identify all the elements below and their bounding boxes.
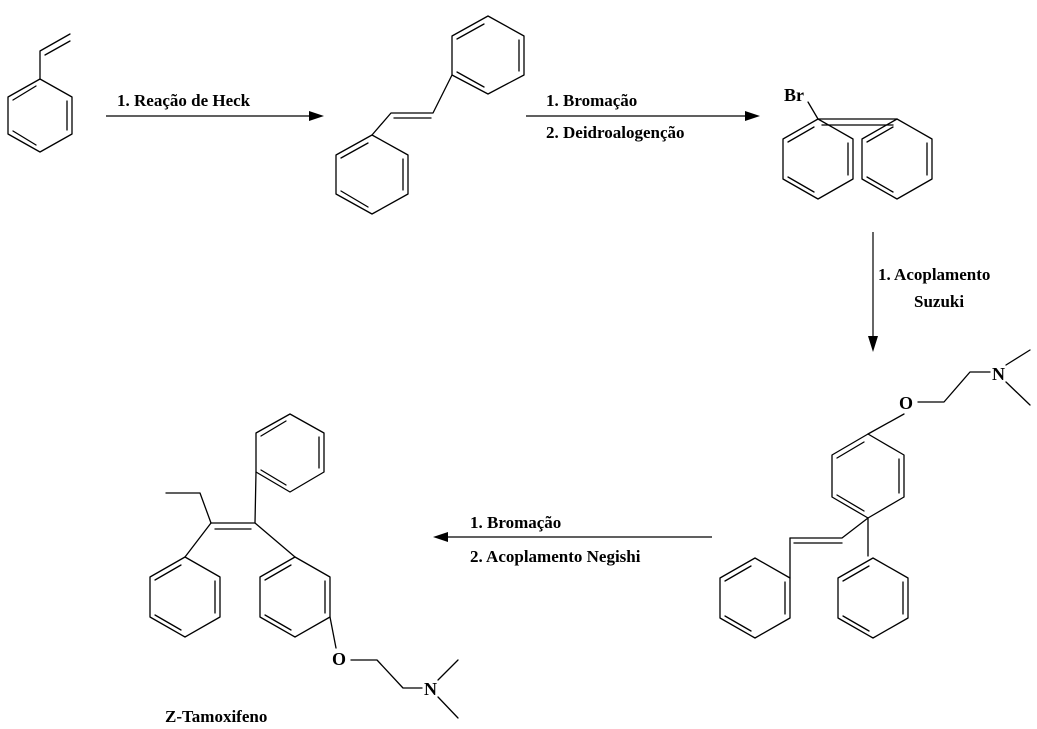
oxygen-atom-tamoxifen: O <box>332 649 346 669</box>
intermediate-right-ring-inner <box>842 565 904 632</box>
tamoxifen-n-methyls <box>437 659 459 719</box>
bromostilbene-left-ring-inner <box>787 126 849 193</box>
tamoxifen-top-ring <box>255 413 325 493</box>
intermediate-left-ring <box>719 557 791 639</box>
tamoxifen-ethyl <box>165 492 212 524</box>
bromostilbene-right-ring-inner <box>866 126 928 193</box>
intermediate-n-methyls <box>1005 349 1031 406</box>
tamoxifen-top-ring-inner <box>260 420 320 486</box>
molecule-bromostilbene: Br <box>782 85 933 200</box>
step-suzuki-label-2: Suzuki <box>914 292 964 311</box>
bromostilbene-c-br <box>807 101 819 120</box>
intermediate-right-ring <box>837 557 909 639</box>
arrow-heck: 1. Reação de Heck <box>106 91 324 121</box>
stilbene-lower-ring-inner <box>340 142 404 208</box>
arrow-negishi: 1. Bromação 2. Acoplamento Negishi <box>433 513 712 566</box>
molecule-stilbene <box>335 15 525 215</box>
stilbene-alkene <box>371 74 453 136</box>
intermediate-side-chain <box>917 371 991 403</box>
intermediate-alkene <box>789 517 869 557</box>
styrene-ring-inner-bonds <box>12 85 68 146</box>
stilbene-upper-ring <box>451 15 525 95</box>
stilbene-upper-ring-inner <box>456 23 520 88</box>
molecule-aryl-ether-intermediate: O N <box>719 349 1031 639</box>
intermediate-o-aryl <box>867 413 905 435</box>
molecule-styrene <box>7 33 73 153</box>
nitrogen-atom-tamoxifen: N <box>424 679 437 699</box>
step-bromination-label-1: 1. Bromação <box>546 91 637 110</box>
bromostilbene-left-ring <box>782 118 854 200</box>
stilbene-lower-ring <box>335 134 409 215</box>
tamoxifen-side-chain <box>350 659 423 689</box>
intermediate-phenoxy-ring <box>831 433 905 519</box>
molecule-z-tamoxifen: O N Z-Tamoxifeno <box>149 413 459 726</box>
step-suzuki-label-1: 1. Acoplamento <box>878 265 990 284</box>
styrene-vinyl-double <box>44 40 71 56</box>
intermediate-left-ring-inner <box>724 565 786 632</box>
oxygen-atom-intermediate: O <box>899 393 913 413</box>
tamoxifen-alkene <box>210 471 257 524</box>
tamoxifen-left-ring <box>149 556 221 638</box>
step-bromination-label-2: 2. Deidroalogenção <box>546 123 685 142</box>
bromine-atom: Br <box>784 85 804 105</box>
bromostilbene-right-ring <box>861 118 933 200</box>
tamoxifen-o-aryl <box>329 616 337 649</box>
tamoxifen-left-ring-inner <box>154 564 216 631</box>
tamoxifen-phenoxy-ring-link <box>254 522 296 558</box>
styrene-vinyl <box>39 33 71 80</box>
step-negishi-label-2: 2. Acoplamento Negishi <box>470 547 641 566</box>
tamoxifen-phenoxy-ring <box>259 556 331 638</box>
nitrogen-atom-intermediate: N <box>992 364 1005 384</box>
arrow-suzuki: 1. Acoplamento Suzuki <box>868 232 990 352</box>
styrene-ring <box>7 78 73 153</box>
intermediate-phenoxy-ring-inner <box>836 441 900 512</box>
product-name-label: Z-Tamoxifeno <box>165 707 267 726</box>
tamoxifen-phenoxy-ring-inner <box>264 564 326 631</box>
arrow-bromination: 1. Bromação 2. Deidroalogenção <box>526 91 760 142</box>
tamoxifen-left-ring-link <box>184 522 212 558</box>
step-heck-label: 1. Reação de Heck <box>117 91 251 110</box>
step-negishi-label-1: 1. Bromação <box>470 513 561 532</box>
